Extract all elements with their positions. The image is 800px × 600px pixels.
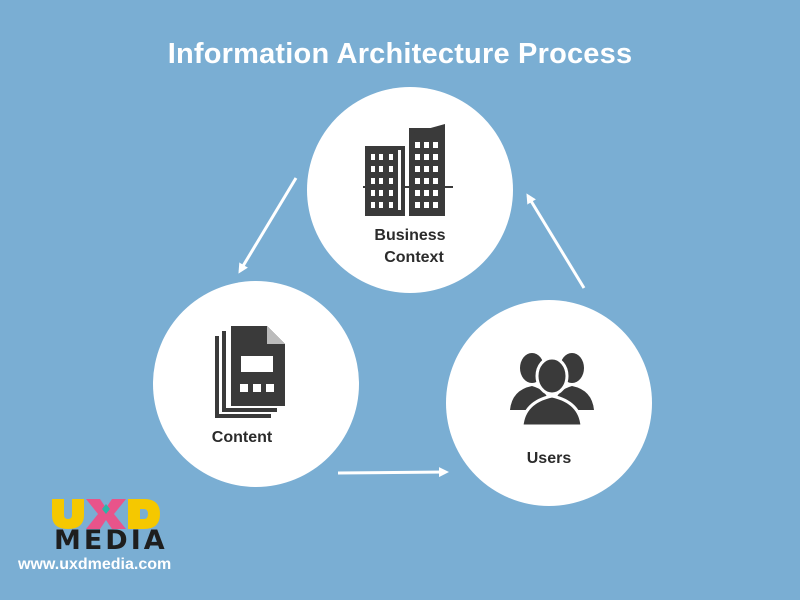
users-node: Users (446, 300, 652, 506)
content-label: Content (211, 429, 273, 446)
uxd-logo-mark (52, 499, 160, 529)
business-context-node: Business Context (307, 87, 513, 293)
arrow-content-to-users (337, 467, 449, 478)
logo-wordmark: MEDIA (54, 525, 168, 556)
business-context-label: Business Context (307, 225, 513, 269)
users-label: Users (526, 450, 572, 467)
business-label-line1: Business (374, 227, 446, 244)
building-icon (363, 124, 453, 224)
arrow-business-to-content (238, 177, 298, 274)
business-label-line2: Context (384, 249, 444, 266)
arrow-users-to-business (526, 193, 586, 289)
users-group-icon (502, 350, 602, 435)
diagram-title: Information Architecture Process (167, 38, 633, 70)
document-stack-icon (215, 326, 291, 423)
content-node: Content (153, 281, 359, 487)
website-url[interactable]: www.uxdmedia.com (18, 556, 172, 573)
